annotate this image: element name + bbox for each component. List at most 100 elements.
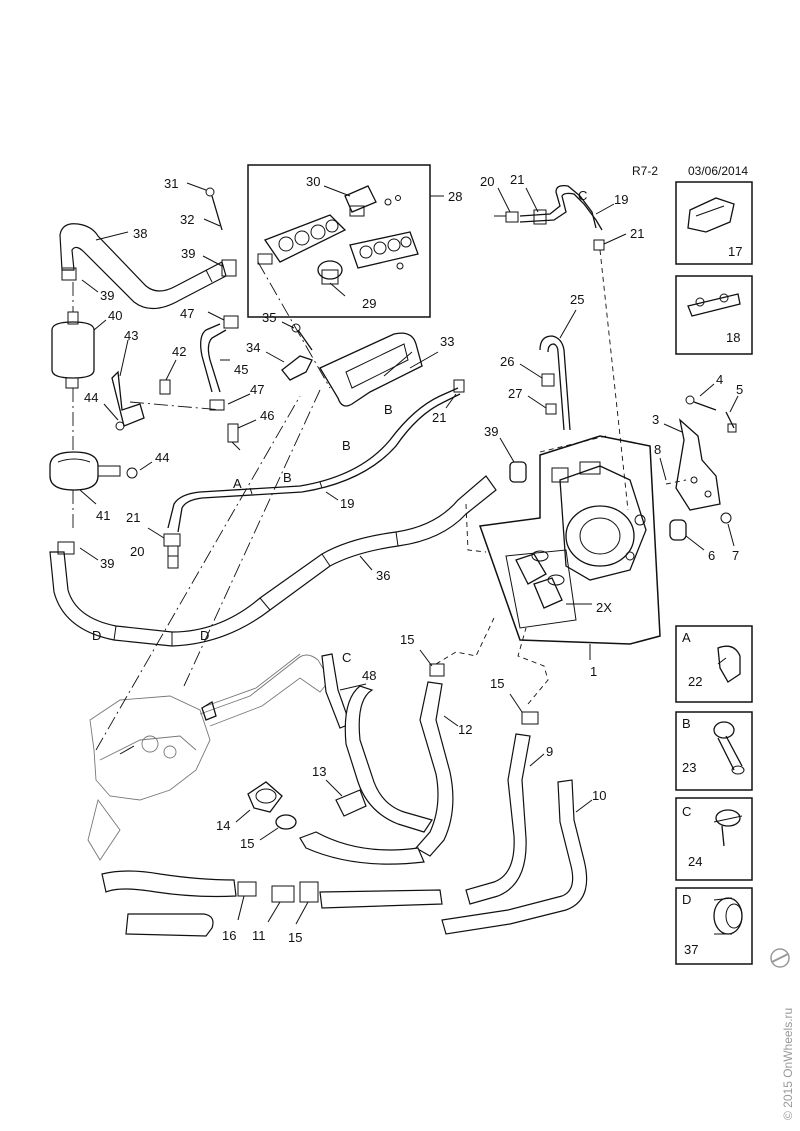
detail-c-letter: C <box>682 804 691 819</box>
bolt-31 <box>186 182 223 231</box>
callout-21-middle: 21 <box>432 410 446 425</box>
callout-6: 6 <box>708 548 715 563</box>
brand-logo-icon <box>770 948 790 968</box>
routing-letter-b-upper: B <box>384 402 393 417</box>
callout-37: 37 <box>684 942 698 957</box>
detail-a-letter: A <box>682 630 691 645</box>
hose-19-top <box>494 184 627 251</box>
callout-45: 45 <box>234 362 248 377</box>
stud-5 <box>725 395 739 433</box>
reducer-assembly-box-1 <box>478 435 661 660</box>
callout-19-top: 19 <box>614 192 628 207</box>
callout-42: 42 <box>172 344 186 359</box>
detail-box-17 <box>675 181 753 265</box>
callout-3: 3 <box>652 412 659 427</box>
callout-47-lower: 47 <box>250 382 264 397</box>
bracket-33 <box>319 332 439 407</box>
hose-10 <box>441 779 593 935</box>
callout-44-upper: 44 <box>84 390 98 405</box>
hose-9 <box>465 711 545 905</box>
nut-7 <box>720 512 735 547</box>
detail-box-c <box>675 797 753 881</box>
callout-15-bottom: 15 <box>288 930 302 945</box>
diagram-date: 03/06/2014 <box>688 164 748 178</box>
assembly-box-28 <box>247 164 444 318</box>
callout-33: 33 <box>440 334 454 349</box>
routing-letter-d-left: D <box>92 628 101 643</box>
callout-41: 41 <box>96 508 110 523</box>
routing-letter-b-lower: B <box>283 470 292 485</box>
callout-14: 14 <box>216 818 230 833</box>
callout-36: 36 <box>376 568 390 583</box>
callout-8: 8 <box>654 442 661 457</box>
callout-7: 7 <box>732 548 739 563</box>
callout-15-left: 15 <box>240 836 254 851</box>
hose-bottom <box>101 870 443 937</box>
callout-48: 48 <box>362 668 376 683</box>
bracket-3 <box>663 418 721 511</box>
detail-b-letter: B <box>682 716 691 731</box>
clip-34 <box>265 351 313 381</box>
mount-6 <box>669 519 705 551</box>
detail-box-b <box>675 711 753 791</box>
callout-39-top: 39 <box>181 246 195 261</box>
callout-15-upper: 15 <box>400 632 414 647</box>
callout-30: 30 <box>306 174 320 189</box>
routing-letter-d-right: D <box>200 628 209 643</box>
callout-19-middle: 19 <box>340 496 354 511</box>
callout-18: 18 <box>726 330 740 345</box>
callout-1: 1 <box>590 664 597 679</box>
callout-43: 43 <box>124 328 138 343</box>
routing-letter-c-top: C <box>578 188 587 203</box>
callout-38: 38 <box>133 226 147 241</box>
callout-23: 23 <box>682 760 696 775</box>
hose-13 <box>299 685 433 865</box>
callout-40: 40 <box>108 308 122 323</box>
callout-46: 46 <box>260 408 274 423</box>
callout-17: 17 <box>728 244 742 259</box>
detail-box-d <box>675 887 753 965</box>
callout-34: 34 <box>246 340 260 355</box>
callout-4: 4 <box>716 372 723 387</box>
callout-27: 27 <box>508 386 522 401</box>
callout-32: 32 <box>180 212 194 227</box>
clamp-15-left <box>259 814 297 841</box>
hose-38 <box>59 223 237 310</box>
hose-45 <box>200 311 257 451</box>
hose-25 <box>519 309 577 431</box>
callout-20-top: 20 <box>480 174 494 189</box>
bracket-43 <box>103 339 177 431</box>
callout-20-lower-left: 20 <box>130 544 144 559</box>
callout-25: 25 <box>570 292 584 307</box>
routing-letter-c-lower: C <box>342 650 351 665</box>
callout-39-top-left: 39 <box>100 288 114 303</box>
clamp-39-reducer <box>499 437 527 483</box>
detail-box-18 <box>675 275 753 355</box>
clamp-14 <box>235 781 283 823</box>
callout-39-reducer: 39 <box>484 424 498 439</box>
callout-44-lower: 44 <box>155 450 169 465</box>
hose-36 <box>49 475 497 647</box>
callout-26: 26 <box>500 354 514 369</box>
callout-12: 12 <box>458 722 472 737</box>
callout-13: 13 <box>312 764 326 779</box>
callout-16: 16 <box>222 928 236 943</box>
hose-12 <box>415 663 459 857</box>
callout-39-lower-left: 39 <box>100 556 114 571</box>
fitting-20-lower <box>147 527 181 569</box>
routing-letter-b-middle: B <box>342 438 351 453</box>
copyright-text: © 2015 OnWheels.ru <box>781 1008 795 1120</box>
callout-31: 31 <box>164 176 178 191</box>
bolt-35 <box>281 321 313 351</box>
callout-5: 5 <box>736 382 743 397</box>
callout-29: 29 <box>362 296 376 311</box>
callout-10: 10 <box>592 788 606 803</box>
callout-15-right: 15 <box>490 676 504 691</box>
callout-2x: 2X <box>596 600 612 615</box>
filter-clamp-41 <box>49 451 153 505</box>
hose-19-main <box>167 379 465 533</box>
callout-22: 22 <box>688 674 702 689</box>
callout-9: 9 <box>546 744 553 759</box>
detail-box-a <box>675 625 753 703</box>
